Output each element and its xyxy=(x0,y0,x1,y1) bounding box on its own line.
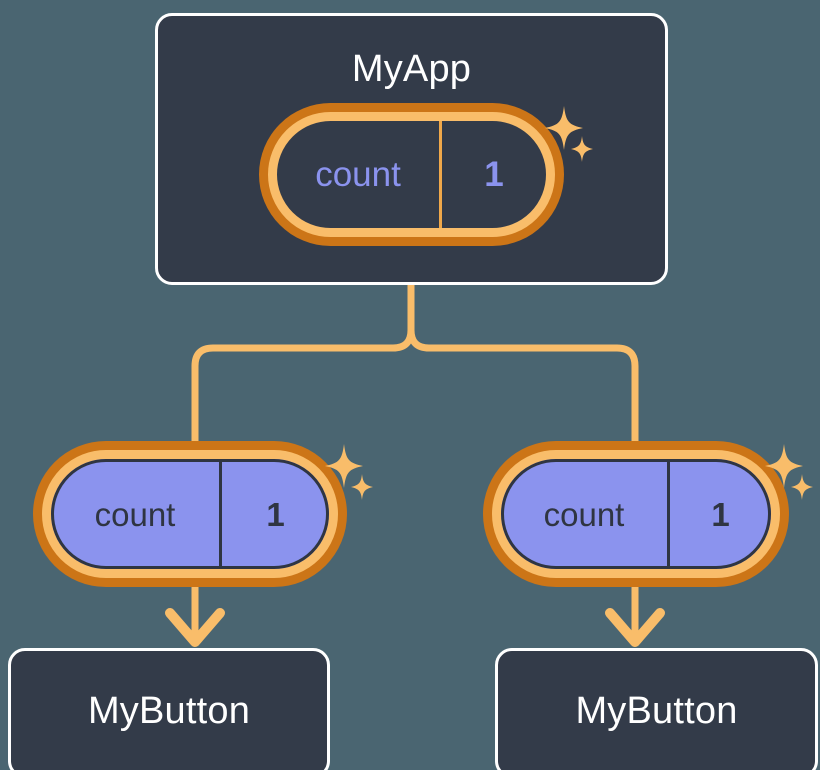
signal-value: 1 xyxy=(711,495,730,533)
signal-value: 1 xyxy=(266,495,285,533)
arrow-right-down xyxy=(605,574,665,647)
connector-root-to-left xyxy=(191,281,415,456)
signal-name: count xyxy=(51,459,222,569)
component-card-mybutton-right[interactable]: MyButton xyxy=(495,648,818,770)
signal-pill-root[interactable]: count 1 xyxy=(268,112,555,237)
connector-root-to-right xyxy=(407,281,639,456)
component-card-mybutton-left[interactable]: MyButton xyxy=(8,648,330,770)
signal-pill-body: count 1 xyxy=(268,112,555,237)
signal-pill-body: count 1 xyxy=(42,450,338,578)
component-title-mybutton-left: MyButton xyxy=(87,690,251,732)
component-title-mybutton-right: MyButton xyxy=(575,690,738,732)
signal-pill-child-right[interactable]: count 1 xyxy=(492,450,780,578)
component-title-myapp: MyApp xyxy=(351,48,472,90)
arrow-left-down xyxy=(165,574,225,647)
signal-name: count xyxy=(277,121,442,228)
signal-name: count xyxy=(501,459,670,569)
signal-pill-child-left[interactable]: count 1 xyxy=(42,450,338,578)
signal-value: 1 xyxy=(484,155,504,194)
signal-pill-body: count 1 xyxy=(492,450,780,578)
